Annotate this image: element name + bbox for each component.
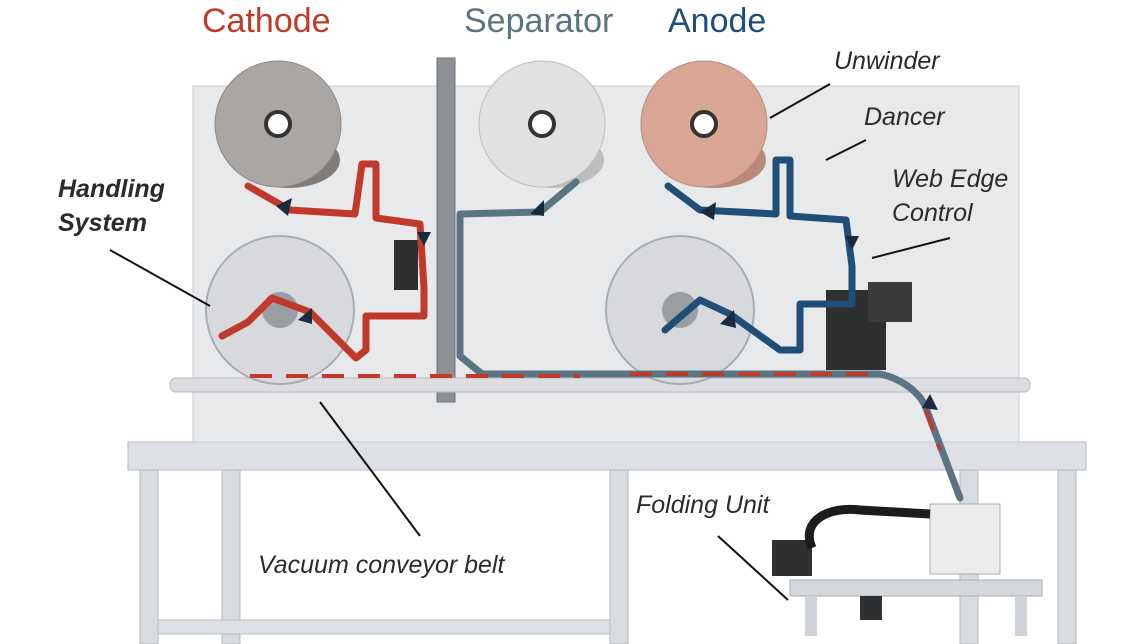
handling-system-label: Handling System: [58, 175, 165, 237]
unwinder-label: Unwinder: [834, 47, 940, 75]
separator-web-path: [456, 178, 964, 502]
folding-unit-assembly: [772, 503, 1043, 636]
cathode-web-path: [218, 160, 428, 362]
cathode-header: Cathode: [202, 2, 331, 40]
web-direction-arrows: [276, 198, 938, 410]
callout-leader-lines: [109, 83, 951, 601]
web-edge-control-label: Web Edge Control: [892, 165, 1009, 227]
separator-roll: [478, 60, 606, 188]
cathode-roll: [214, 60, 342, 188]
anode-header: Anode: [668, 2, 767, 40]
vacuum-conveyor-belt-label: Vacuum conveyor belt: [258, 551, 505, 579]
anode-web-path: [661, 156, 856, 354]
stacked-web-conveyor-path: [250, 372, 942, 451]
separator-header: Separator: [464, 2, 614, 40]
anode-roll: [640, 60, 768, 188]
folding-unit-label: Folding Unit: [636, 491, 770, 519]
dancer-label: Dancer: [864, 103, 945, 131]
